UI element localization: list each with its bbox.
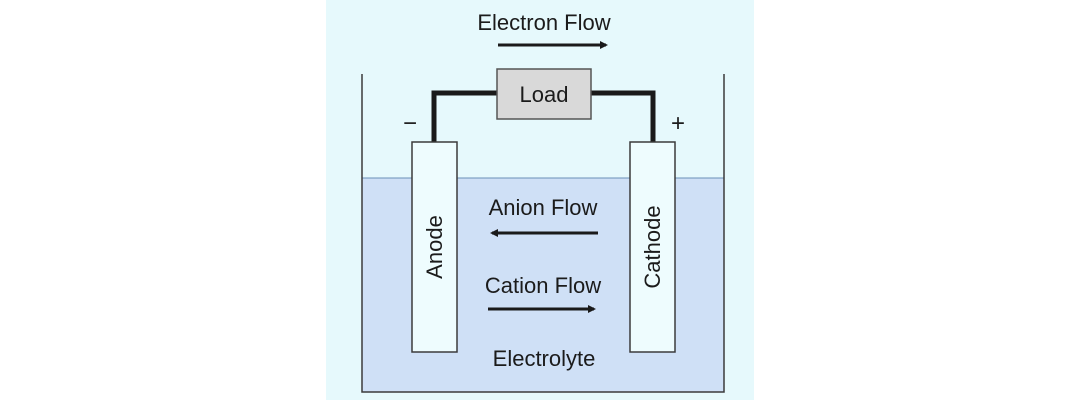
anode-label: Anode — [422, 215, 447, 279]
electrochemical-cell-figure: Load Electron Flow − + Anode Cathode Ani… — [326, 0, 754, 400]
cathode-label: Cathode — [640, 205, 665, 288]
minus-sign: − — [403, 110, 417, 137]
container-walls — [361, 74, 725, 393]
left-wire — [431, 90, 497, 142]
load-label: Load — [520, 82, 569, 107]
anode-electrode — [411, 141, 458, 353]
cell-diagram: Load Electron Flow − + Anode Cathode Ani… — [361, 10, 725, 393]
electron-flow-label: Electron Flow — [477, 10, 610, 35]
load-box — [496, 68, 592, 120]
right-wire — [591, 90, 656, 142]
plus-sign: + — [671, 110, 685, 137]
cathode-electrode — [629, 141, 676, 353]
cation-flow-label: Cation Flow — [485, 273, 601, 298]
anion-flow-label: Anion Flow — [489, 195, 598, 220]
electrolyte-label: Electrolyte — [493, 346, 596, 371]
